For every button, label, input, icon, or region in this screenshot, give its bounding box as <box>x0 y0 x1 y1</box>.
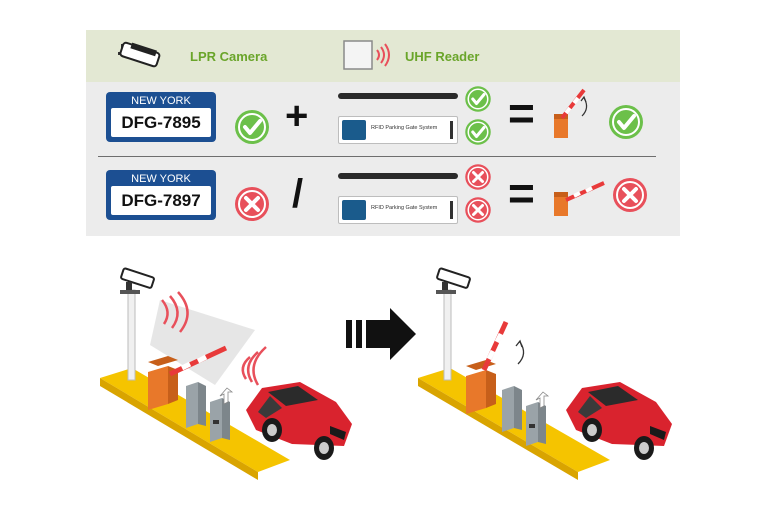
barrier-arm <box>481 320 509 372</box>
barrier-gate <box>466 320 525 414</box>
plate-state: NEW YORK <box>131 95 191 107</box>
right-arrow-icon <box>346 308 416 360</box>
plus-sign: + <box>285 94 309 138</box>
signal-waves <box>161 291 267 386</box>
cross-icon <box>463 162 493 192</box>
reader-strip-2 <box>338 173 458 179</box>
ticket-kiosk <box>502 386 550 446</box>
up-arrow-icon <box>535 391 550 409</box>
check-icon <box>607 103 645 141</box>
camera-pole <box>443 289 452 381</box>
license-plate-2: NEW YORK DFG-7897 <box>106 170 216 220</box>
equals-sign: = <box>508 87 535 139</box>
slash-sign: / <box>292 172 304 216</box>
check-icon <box>233 108 271 146</box>
rfid-tag-2: RFID Parking Gate System <box>338 196 458 224</box>
legend-camera-label: LPR Camera <box>190 49 268 64</box>
plate-number: DFG-7897 <box>111 186 211 215</box>
equals-sign: = <box>508 167 535 219</box>
camera-pole <box>127 289 136 381</box>
plate-state: NEW YORK <box>131 173 191 185</box>
cctv-camera-icon <box>120 267 155 294</box>
rfid-strip <box>450 201 453 219</box>
gate-open-icon <box>554 88 588 138</box>
red-car <box>566 382 672 460</box>
rfid-tag-text: RFID Parking Gate System <box>371 205 438 211</box>
rfid-strip <box>450 121 453 139</box>
license-plate-1: NEW YORK DFG-7895 <box>106 92 216 142</box>
check-icon <box>463 117 493 147</box>
up-arrow-icon <box>219 387 234 405</box>
plate-number: DFG-7895 <box>111 108 211 137</box>
cross-icon <box>463 195 493 225</box>
gate-closed-icon <box>554 181 605 216</box>
ticket-kiosk <box>186 382 234 442</box>
cctv-camera-icon <box>436 267 471 294</box>
scene-after <box>418 267 672 480</box>
rfid-logo-icon <box>342 200 366 220</box>
row-divider <box>98 156 656 157</box>
legend-reader-label: UHF Reader <box>405 49 480 64</box>
check-icon <box>463 84 493 114</box>
red-car <box>246 382 352 460</box>
reader-strip-1 <box>338 93 458 99</box>
rfid-tag-text: RFID Parking Gate System <box>371 125 438 131</box>
rfid-tag-1: RFID Parking Gate System <box>338 116 458 144</box>
cross-icon <box>611 176 649 214</box>
cross-icon <box>233 185 271 223</box>
barrier-gate <box>148 345 228 410</box>
scene-before <box>100 267 352 480</box>
rfid-logo-icon <box>342 120 366 140</box>
